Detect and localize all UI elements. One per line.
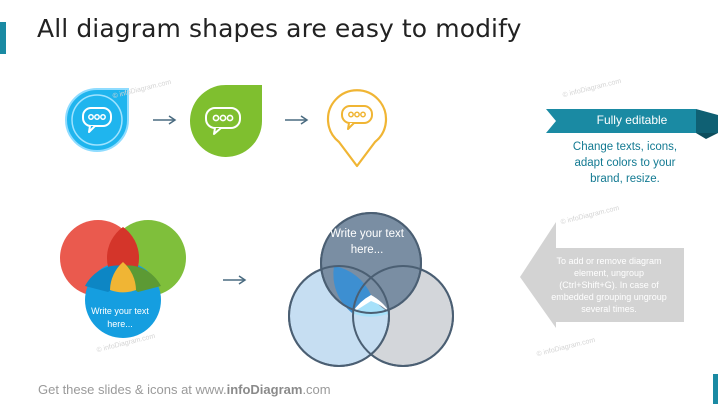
- arrow-right-icon: [222, 273, 248, 291]
- footer-brand[interactable]: infoDiagram: [226, 382, 303, 397]
- yellow-pin-shape[interactable]: [325, 84, 389, 175]
- left-arrow-callout: [520, 222, 684, 333]
- blue-bubble-shape[interactable]: [63, 86, 135, 163]
- small-venn-label: Write your text here...: [91, 306, 149, 329]
- footer-suffix: .com: [302, 382, 331, 397]
- fully-editable-banner: [546, 106, 718, 142]
- accent-bar-left: [0, 22, 6, 54]
- banner-description: Change texts, icons, adapt colors to you…: [572, 141, 678, 185]
- large-venn-label: Write your text here...: [330, 228, 404, 256]
- footer: Get these slides & icons at www.infoDiag…: [38, 382, 331, 397]
- footer-prefix: Get these slides & icons at www.: [38, 382, 227, 397]
- page-title: All diagram shapes are easy to modify: [37, 14, 522, 43]
- speech-bubble-icon: [341, 105, 373, 130]
- watermark: © infoDiagram.com: [562, 77, 622, 100]
- arrow-right-icon: [284, 113, 310, 131]
- banner-label: Fully editable: [596, 113, 668, 127]
- callout-text: To add or remove diagram element, ungrou…: [551, 256, 667, 314]
- watermark: © infoDiagram.com: [536, 336, 596, 359]
- arrow-right-icon: [152, 113, 178, 131]
- small-venn-diagram[interactable]: [56, 216, 190, 347]
- green-drop-shape[interactable]: [190, 83, 266, 164]
- large-venn-diagram[interactable]: [282, 209, 458, 376]
- speech-bubble-icon: [82, 107, 112, 133]
- accent-bar-right: [713, 374, 718, 404]
- speech-bubble-icon: [205, 107, 241, 135]
